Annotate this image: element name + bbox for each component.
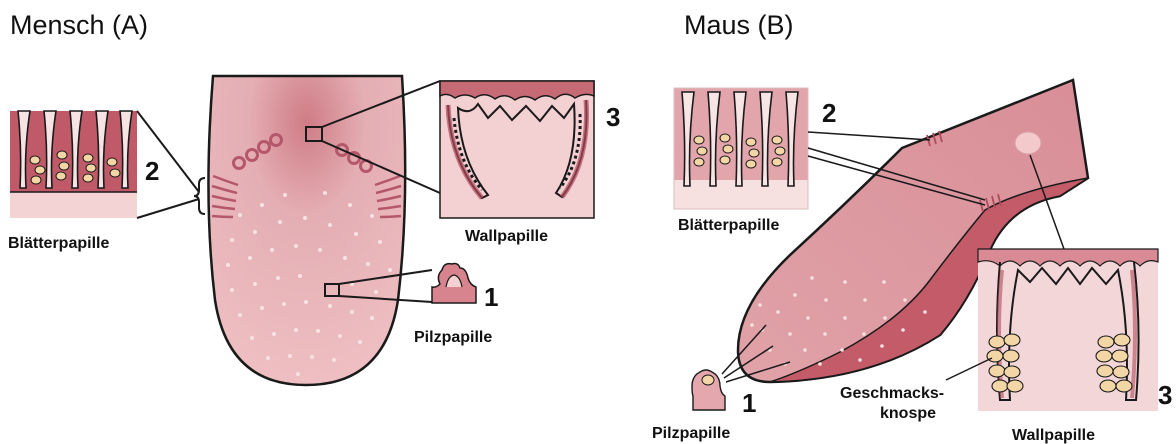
mouse-foliate-label: Blätterpapille xyxy=(678,217,779,234)
human-fungiform-number: 1 xyxy=(484,282,498,312)
mouse-circumvallate-number: 3 xyxy=(1158,380,1172,410)
mouse-fungiform-label: Pilzpapille xyxy=(652,425,730,442)
mouse-taste-bud-label-line2: knospe xyxy=(880,405,936,422)
mouse-circumvallate-papilla-inset xyxy=(978,249,1158,411)
mouse-foliate-papilla-inset xyxy=(674,88,808,209)
mouse-circumvallate-label: Wallpapille xyxy=(1012,427,1095,444)
mouse-taste-bud-label-line1: Geschmacks- xyxy=(840,385,944,402)
human-circumvallate-number: 3 xyxy=(606,102,620,132)
human-circumvallate-papilla-inset xyxy=(440,81,594,218)
human-foliate-papilla-inset xyxy=(10,111,137,218)
human-fungiform-papilla-inset xyxy=(432,264,476,304)
human-fungiform-label: Pilzpapille xyxy=(414,329,492,346)
human-foliate-number: 2 xyxy=(145,156,159,186)
human-foliate-label: Blätterpapille xyxy=(8,235,109,252)
human-circumvallate-label: Wallpapille xyxy=(465,228,548,245)
human-tongue xyxy=(208,76,405,385)
mouse-title: Maus (B) xyxy=(684,10,794,40)
human-title: Mensch (A) xyxy=(10,10,148,40)
mouse-foliate-number: 2 xyxy=(822,98,836,128)
mouse-fungiform-papilla-inset xyxy=(692,370,725,410)
mouse-fungiform-number: 1 xyxy=(742,388,756,418)
